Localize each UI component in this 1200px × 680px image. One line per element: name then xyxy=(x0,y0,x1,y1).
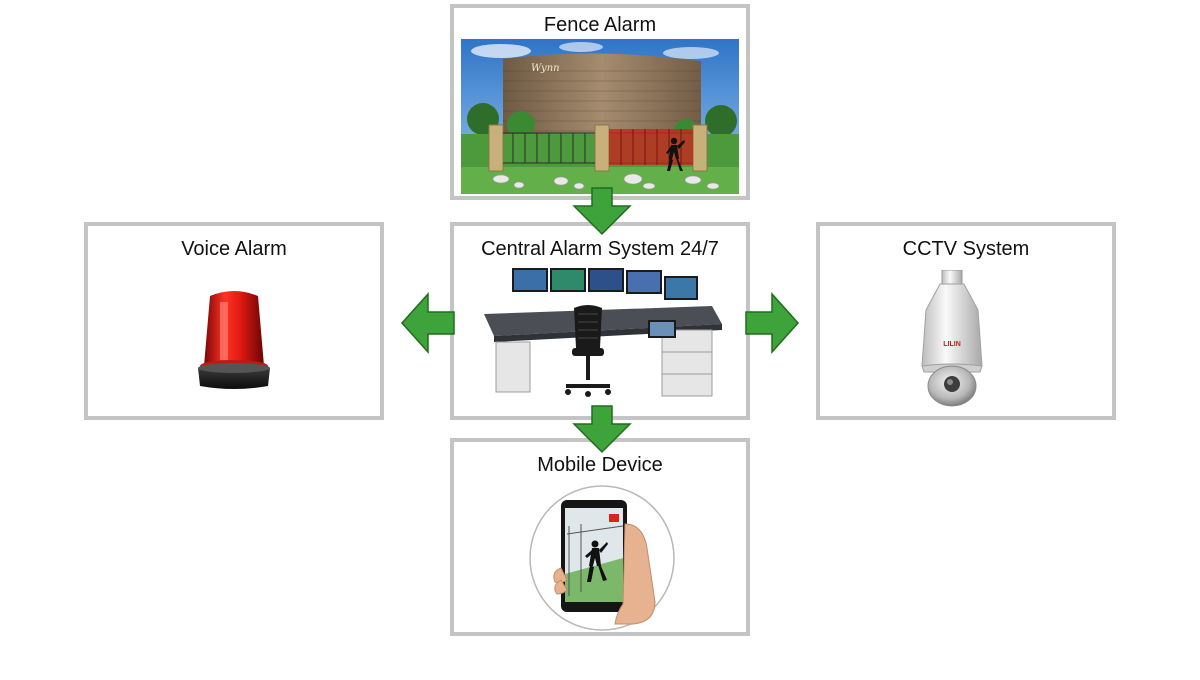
cctv-system-box: CCTV System LILIN xyxy=(816,222,1116,420)
mobile-device-box: Mobile Device xyxy=(450,438,750,636)
voice-alarm-box: Voice Alarm xyxy=(84,222,384,420)
dome-camera-icon: LILIN xyxy=(921,270,983,407)
arrow-shape xyxy=(400,292,455,354)
fence-alarm-box: Fence Alarm Wynn xyxy=(450,4,750,200)
arrow-shape xyxy=(745,292,800,354)
smartphone-illustration xyxy=(529,485,675,631)
arrow-central-to-voice xyxy=(400,292,455,354)
arrow-shape xyxy=(572,187,632,236)
arrow-fence-to-central xyxy=(572,187,632,236)
arrow-shape xyxy=(572,405,632,454)
hotel-logo-text: Wynn xyxy=(531,63,560,74)
fence-alarm-title: Fence Alarm xyxy=(543,14,657,36)
siren-light-icon xyxy=(198,291,270,389)
arrow-central-to-cctv xyxy=(745,292,800,354)
fence-scene-illustration: Wynn xyxy=(461,39,739,194)
camera-brand-label: LILIN xyxy=(943,341,961,348)
central-alarm-box: Central Alarm System 24/7 xyxy=(450,222,750,420)
control-room-illustration xyxy=(484,268,722,397)
cctv-system-title: CCTV System xyxy=(902,238,1030,260)
arrow-central-to-mobile xyxy=(572,405,632,454)
voice-alarm-title: Voice Alarm xyxy=(181,238,287,260)
mobile-device-title: Mobile Device xyxy=(537,454,663,476)
central-alarm-title: Central Alarm System 24/7 xyxy=(481,238,719,260)
